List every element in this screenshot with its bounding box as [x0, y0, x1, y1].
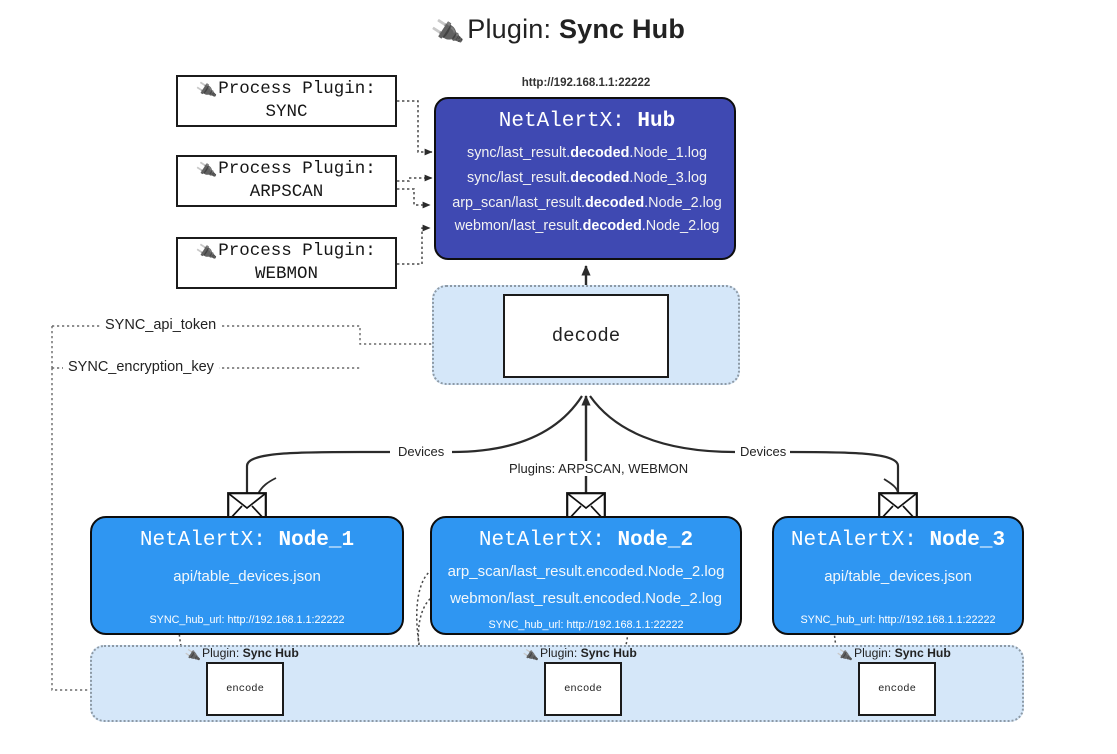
- hub-log-line: sync/last_result.decoded.Node_3.log: [436, 170, 738, 186]
- node-name: Node_1: [278, 529, 355, 552]
- hub-log-pre: webmon/last_result.: [454, 218, 583, 234]
- hub-title: NetAlertX: Hub: [436, 110, 738, 133]
- process-plugin-label: Process Plugin:: [218, 240, 376, 261]
- node-hub-url-label: SYNC_hub_url:: [800, 614, 876, 626]
- encode-box-node-3[interactable]: encode: [858, 662, 936, 716]
- encode-box-node-2[interactable]: encode: [544, 662, 622, 716]
- node-app: NetAlertX:: [790, 529, 917, 552]
- node-name: Node_2: [617, 529, 694, 552]
- node-app: NetAlertX:: [478, 529, 605, 552]
- node-box-node-3[interactable]: NetAlertX: Node_3 api/table_devices.json…: [772, 516, 1024, 635]
- node-title: NetAlertX: Node_3: [774, 529, 1022, 552]
- node-plugin-label: 🔌Plugin: Sync Hub: [184, 646, 299, 663]
- encode-label: encode: [564, 683, 602, 695]
- plug-icon: 🔌: [195, 242, 219, 264]
- hub-log-pre: sync/last_result.: [467, 170, 571, 186]
- hub-log-mid: decoded: [582, 218, 642, 234]
- hub-log-mid: decoded: [585, 195, 645, 211]
- node-hub-url-value: http://192.168.1.1:22222: [878, 614, 996, 626]
- hub-url-label: http://192.168.1.1:22222: [521, 77, 651, 89]
- process-plugin-arpscan[interactable]: 🔌Process Plugin: ARPSCAN: [176, 155, 397, 207]
- node-title: NetAlertX: Node_1: [92, 529, 402, 552]
- hub-log-line: sync/last_result.decoded.Node_1.log: [436, 145, 738, 161]
- node-hub-url: SYNC_hub_url: http://192.168.1.1:22222: [432, 619, 740, 631]
- hub-log-pre: sync/last_result.: [467, 145, 571, 161]
- hub-log-post: .Node_2.log: [641, 218, 720, 234]
- process-plugin-label: Process Plugin:: [218, 158, 376, 179]
- decode-label: decode: [551, 325, 621, 347]
- node-box-node-2[interactable]: NetAlertX: Node_2 arp_scan/last_result.e…: [430, 516, 742, 635]
- hub-box[interactable]: NetAlertX: Hub sync/last_result.decoded.…: [434, 97, 736, 260]
- process-plugin-webmon[interactable]: 🔌Process Plugin: WEBMON: [176, 237, 397, 289]
- hub-log-line: webmon/last_result.decoded.Node_2.log: [436, 218, 738, 234]
- devices-label-right: Devices: [736, 444, 791, 459]
- plug-icon: 🔌: [195, 80, 219, 102]
- node-plugin-prefix: Plugin:: [201, 646, 240, 660]
- process-plugin-name: ARPSCAN: [249, 182, 324, 202]
- devices-label-left: Devices: [394, 444, 449, 459]
- page-title: 🔌Plugin: Sync Hub: [0, 14, 1117, 49]
- plug-icon: 🔌: [195, 160, 219, 182]
- hub-log-post: .Node_2.log: [644, 195, 722, 211]
- page-title-name: Sync Hub: [558, 14, 686, 44]
- decode-box[interactable]: decode: [503, 294, 669, 378]
- process-plugin-sync[interactable]: 🔌Process Plugin: SYNC: [176, 75, 397, 127]
- encode-label: encode: [226, 683, 264, 695]
- process-plugin-name: SYNC: [265, 102, 308, 122]
- encode-box-node-1[interactable]: encode: [206, 662, 284, 716]
- node-plugin-label: 🔌Plugin: Sync Hub: [836, 646, 951, 663]
- node-log-line: webmon/last_result.encoded.Node_2.log: [450, 590, 722, 607]
- sync-api-token-label: SYNC_api_token: [100, 317, 222, 333]
- hub-log-mid: decoded: [570, 145, 630, 161]
- hub-log-post: .Node_3.log: [629, 170, 707, 186]
- process-plugin-label: Process Plugin:: [218, 78, 376, 99]
- node-hub-url-label: SYNC_hub_url:: [488, 619, 564, 631]
- node-plugin-label: 🔌Plugin: Sync Hub: [522, 646, 637, 663]
- node-box-node-1[interactable]: NetAlertX: Node_1 api/table_devices.json…: [90, 516, 404, 635]
- node-plugin-name: Sync Hub: [580, 646, 637, 660]
- node-hub-url: SYNC_hub_url: http://192.168.1.1:22222: [92, 614, 402, 626]
- hub-log-pre: arp_scan/last_result.: [452, 195, 585, 211]
- node-hub-url-value: http://192.168.1.1:22222: [227, 614, 345, 626]
- node-hub-url-value: http://192.168.1.1:22222: [566, 619, 684, 631]
- page-title-prefix: Plugin:: [467, 14, 552, 44]
- node-name: Node_3: [929, 529, 1006, 552]
- plugins-label-center: Plugins: ARPSCAN, WEBMON: [505, 461, 693, 476]
- node-plugin-prefix: Plugin:: [539, 646, 578, 660]
- hub-log-mid: decoded: [570, 170, 630, 186]
- sync-encryption-key-label: SYNC_encryption_key: [63, 359, 219, 375]
- node-log-line: api/table_devices.json: [824, 568, 972, 585]
- hub-app: NetAlertX:: [498, 110, 625, 133]
- node-hub-url: SYNC_hub_url: http://192.168.1.1:22222: [774, 614, 1022, 626]
- node-log-line: api/table_devices.json: [173, 568, 321, 585]
- process-plugin-name: WEBMON: [254, 264, 318, 284]
- node-log-line: arp_scan/last_result.encoded.Node_2.log: [447, 563, 725, 580]
- encode-label: encode: [878, 683, 916, 695]
- hub-log-line: arp_scan/last_result.decoded.Node_2.log: [436, 195, 738, 211]
- hub-name: Hub: [637, 110, 676, 133]
- node-plugin-name: Sync Hub: [242, 646, 299, 660]
- node-plugin-prefix: Plugin:: [853, 646, 892, 660]
- hub-log-post: .Node_1.log: [629, 145, 707, 161]
- plug-icon: 🔌: [429, 15, 466, 49]
- node-plugin-name: Sync Hub: [894, 646, 951, 660]
- node-hub-url-label: SYNC_hub_url:: [149, 614, 225, 626]
- node-app: NetAlertX:: [139, 529, 266, 552]
- node-title: NetAlertX: Node_2: [432, 529, 740, 552]
